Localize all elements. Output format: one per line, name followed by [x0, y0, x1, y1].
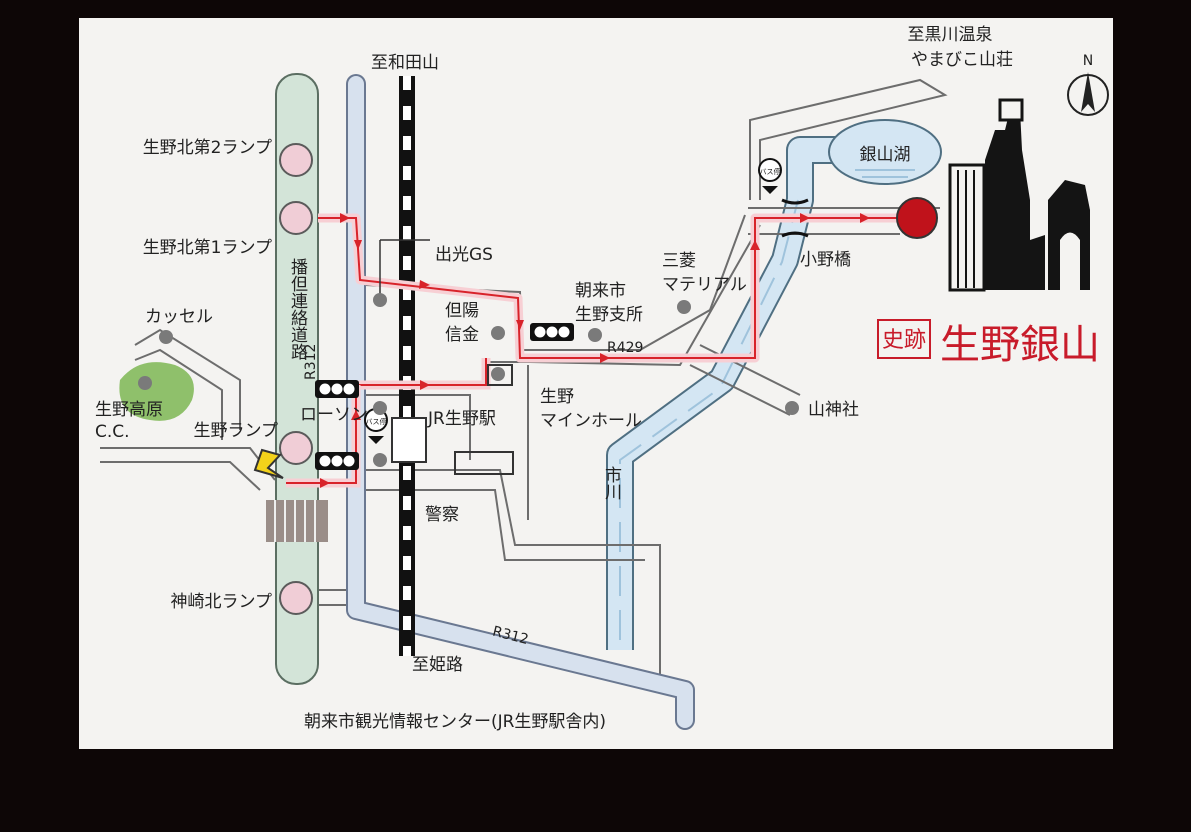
label-ono-bridge: 小野橋 [800, 250, 851, 270]
label-ikuno-kita-2-ramp: 生野北第2ランプ [143, 138, 272, 158]
ramp-interchange-marker [253, 448, 284, 479]
bus-stop-icon: バス停 [758, 158, 782, 194]
label-info-center: 朝来市観光情報センター(JR生野駅舎内) [304, 712, 606, 732]
traffic-signal-icon [530, 323, 574, 341]
label-to-wadayama: 至和田山 [371, 53, 439, 73]
label-yamabiko-sanso: やまびこ山荘 [911, 50, 1013, 70]
svg-text:バス停: バス停 [366, 417, 387, 426]
poi-dot-idemitsu [373, 293, 387, 307]
label-ikuno-kita-1-ramp: 生野北第1ランプ [143, 238, 272, 258]
label-ichikawa: 市川 [601, 466, 622, 500]
label-ikuno-ramp: 生野ランプ [194, 421, 279, 441]
poi-dot-mine-hall [491, 367, 505, 381]
label-asago-city: 朝来市 [575, 281, 626, 301]
label-bantan-expressway: 播但連絡道路 [287, 258, 308, 360]
ramp-ikuno-kita-1 [279, 201, 313, 235]
label-shinkin: 信金 [445, 325, 479, 345]
label-sanjinja: 山神社 [808, 400, 859, 420]
label-ikuno-kogen-cc: C.C. [95, 422, 130, 442]
label-r429: R429 [607, 340, 643, 356]
label-kasseru: カッセル [145, 307, 213, 327]
jr-bantan-line [399, 76, 415, 656]
traffic-signal-icon [315, 380, 359, 398]
label-mine-hall: マインホール [540, 411, 642, 431]
label-historic-site: 史跡 [882, 328, 926, 353]
north-arrow-icon: N [1067, 53, 1109, 116]
label-idemitsu-gs: 出光GS [435, 245, 493, 265]
ramp-ikuno [279, 431, 313, 465]
ginzan-lake [828, 119, 942, 185]
poi-dot-golf [138, 376, 152, 390]
ramp-ikuno-kita-2 [279, 143, 313, 177]
poi-dot-sanjinja [785, 401, 799, 415]
label-tajima: 但陽 [445, 301, 479, 321]
access-route [286, 213, 900, 488]
label-jr-ikuno-station: JR生野駅 [427, 409, 496, 429]
golf-course-area [119, 362, 194, 421]
label-r312-vertical: R312 [303, 344, 319, 380]
label-lawson: ローソン [300, 405, 368, 425]
route-312 [346, 74, 695, 730]
label-to-himeji: 至姫路 [412, 655, 463, 675]
poi-dot-asago-branch [588, 328, 602, 342]
label-ikuno-kogen: 生野高原 [95, 400, 163, 420]
label-police: 警察 [425, 505, 459, 525]
traffic-signal-icon [315, 452, 359, 470]
mine-hall-building [487, 364, 513, 386]
svg-text:バス停: バス停 [760, 167, 781, 176]
poi-dot-mitsubishi [677, 300, 691, 314]
ono-bridge-marks [781, 198, 809, 238]
ikuno-ginzan-destination-marker [896, 197, 938, 239]
ramp-kanzaki-kita [279, 581, 313, 615]
label-to-kurokawa: 至黒川温泉 [908, 25, 993, 45]
poi-dot-tajima-shinkin [491, 326, 505, 340]
label-ikuno: 生野 [540, 387, 574, 407]
north-label: N [1083, 53, 1093, 69]
label-material: マテリアル [662, 275, 747, 295]
ikuno-ginzan-mine-illustration [948, 98, 1090, 292]
poi-dot-lawson [373, 401, 387, 415]
label-ginzan-lake: 銀山湖 [860, 145, 911, 165]
police-building [454, 451, 514, 475]
poi-dot-station-area [373, 453, 387, 467]
label-mitsubishi: 三菱 [662, 251, 696, 271]
historic-site-box [877, 319, 931, 359]
label-ikuno-branch: 生野支所 [575, 305, 643, 325]
jr-ikuno-station-building [391, 417, 427, 463]
map-paper [79, 18, 1113, 749]
ichikawa-river [606, 136, 860, 650]
poi-dot-kasseru [159, 330, 173, 344]
label-kanzaki-kita-ramp: 神崎北ランプ [171, 592, 273, 612]
label-ikuno-ginzan: 生野銀山 [940, 322, 1100, 368]
